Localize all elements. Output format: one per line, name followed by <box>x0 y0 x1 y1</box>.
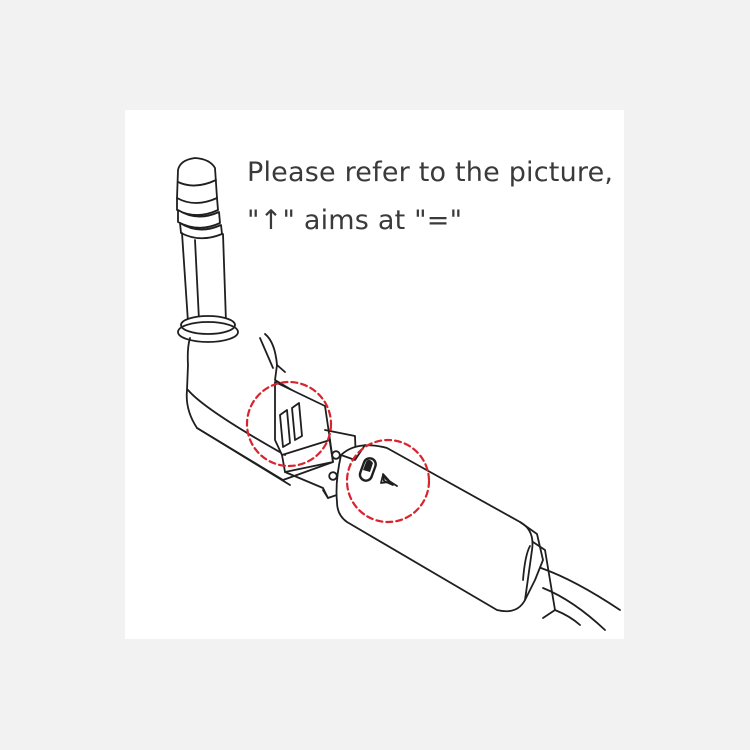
jack-pin <box>176 157 239 343</box>
instruction-line-2: "↑" aims at "=" <box>247 205 463 236</box>
cable-plug <box>335 444 621 631</box>
adapter-illustration <box>176 157 621 631</box>
highlight-circle-arrow <box>345 438 431 524</box>
instruction-line-1: Please refer to the picture, <box>247 157 614 188</box>
instruction-card: Please refer to the picture, "↑" aims at… <box>125 110 624 639</box>
highlight-circle-equals <box>245 380 333 468</box>
angle-body <box>185 333 334 486</box>
connector-face <box>274 381 334 473</box>
